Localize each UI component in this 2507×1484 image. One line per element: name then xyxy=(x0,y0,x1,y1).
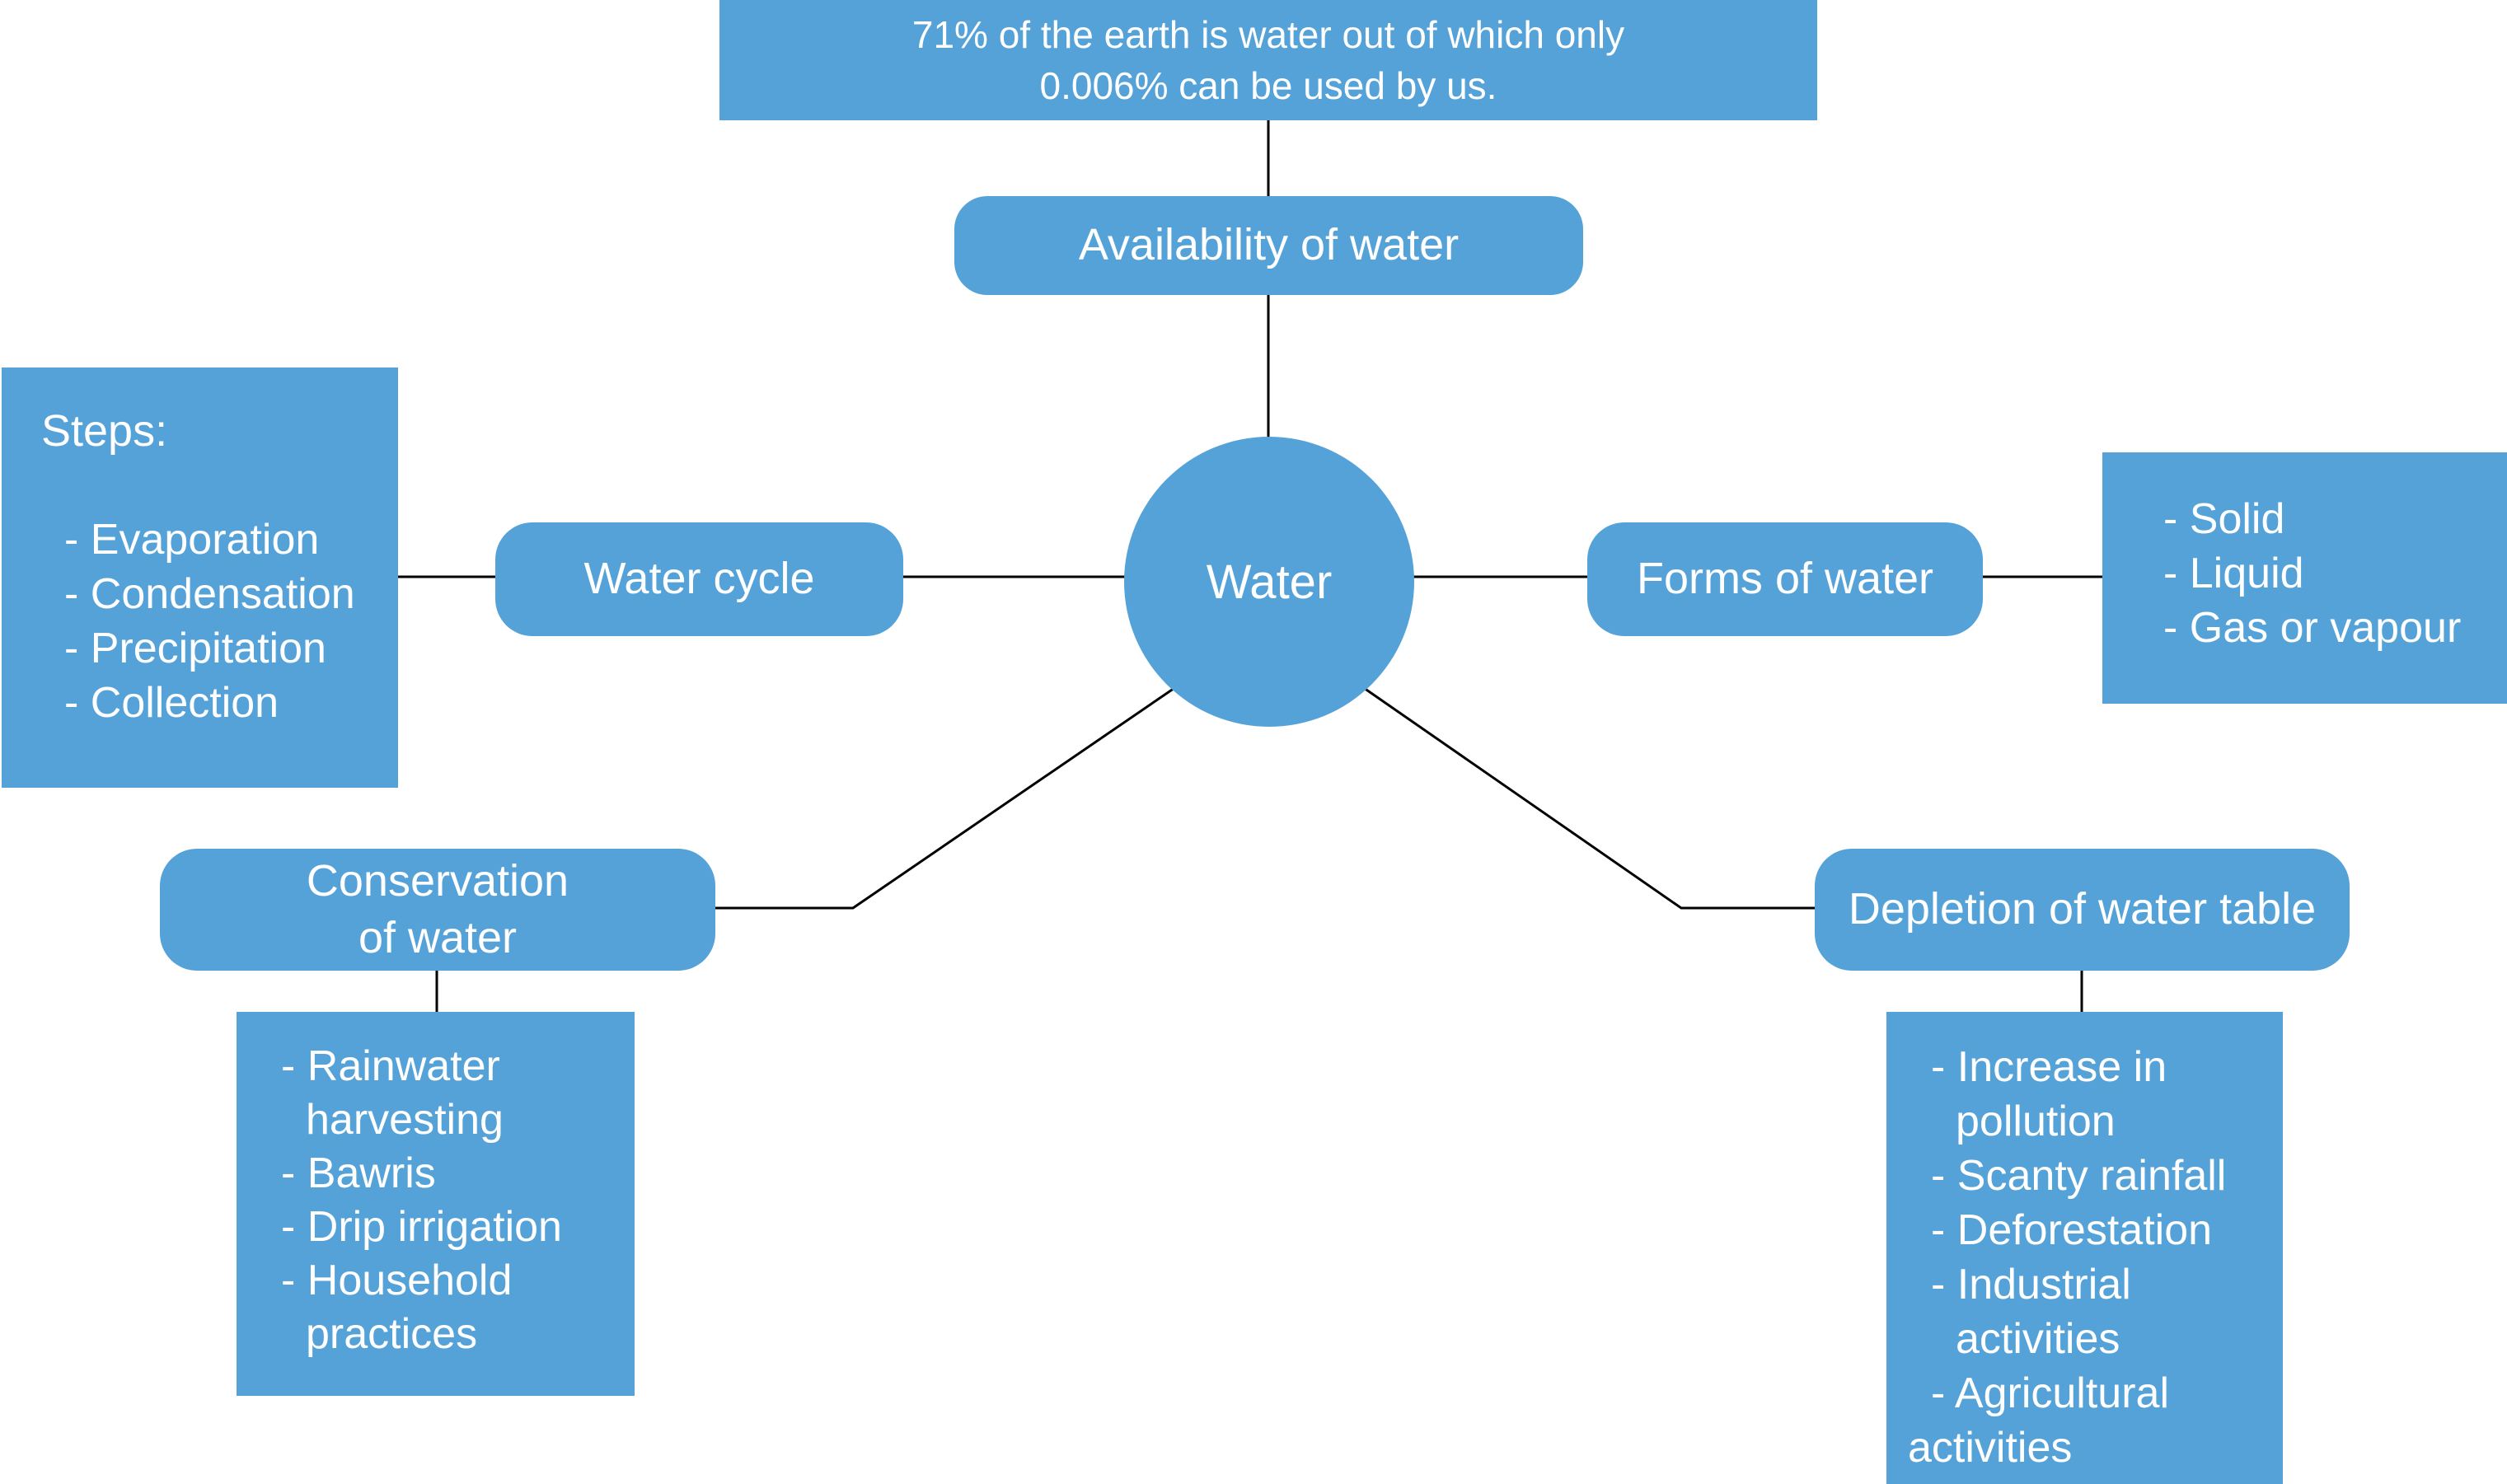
connector-water-depletion xyxy=(1363,686,1815,910)
forms-list: - Solid - Liquid - Gas or vapour xyxy=(2140,492,2500,655)
list-item: - Household practices xyxy=(281,1257,513,1358)
node-water-cycle: Water cycle xyxy=(495,522,903,636)
node-forms-of-water: Forms of water xyxy=(1587,522,1983,636)
list-item: - Agricultural activities xyxy=(1908,1369,2169,1472)
list-item: - Rainwater harvesting xyxy=(281,1042,504,1144)
depletion-list-box: - Increase in pollution - Scanty rainfall… xyxy=(1886,1012,2283,1484)
node-availability-label: Availability of water xyxy=(1078,220,1460,270)
node-depletion-of-water-table: Depletion of water table xyxy=(1815,849,2350,971)
node-water-cycle-label: Water cycle xyxy=(583,554,815,604)
availability-fact-line1: 71% of the earth is water out of which o… xyxy=(911,13,1625,56)
steps-heading: Steps: xyxy=(41,406,168,456)
node-conservation-label: Conservation of water xyxy=(306,855,569,962)
availability-fact-box: 71% of the earth is water out of which o… xyxy=(719,0,1817,120)
node-availability-of-water: Availability of water xyxy=(954,196,1583,295)
list-item: - Deforestation xyxy=(1931,1206,2213,1254)
list-item: - Evaporation xyxy=(64,516,320,564)
conservation-list-box: - Rainwater harvesting - Bawris - Drip irr… xyxy=(237,1012,635,1396)
steps-box: Steps: - Evaporation - Condensation - Prec… xyxy=(2,367,398,788)
list-item: - Bawris xyxy=(281,1149,436,1197)
list-item: - Collection xyxy=(64,679,279,727)
node-forms-label: Forms of water xyxy=(1636,554,1934,604)
list-item: - Gas or vapour xyxy=(2163,604,2462,652)
node-depletion-label: Depletion of water table xyxy=(1848,884,2317,934)
list-item: - Industrial activities xyxy=(1931,1261,2131,1363)
depletion-list: - Increase in pollution - Scanty rainfall… xyxy=(1908,1040,2278,1475)
list-item: - Liquid xyxy=(2163,550,2304,597)
node-water-label: Water xyxy=(1206,555,1333,609)
node-water-center: Water xyxy=(1124,437,1414,727)
availability-fact-line2: 0.006% can be used by us. xyxy=(1039,64,1497,107)
list-item: - Drip irrigation xyxy=(281,1203,562,1251)
list-item: - Precipitation xyxy=(64,625,326,672)
list-item: - Solid xyxy=(2163,495,2285,543)
forms-list-box: - Solid - Liquid - Gas or vapour xyxy=(2102,452,2507,704)
connector-water-conservation xyxy=(715,685,1178,910)
node-conservation-of-water: Conservation of water xyxy=(160,849,715,971)
list-item: - Scanty rainfall xyxy=(1931,1152,2227,1200)
steps-list: - Evaporation - Condensation - Precipitati… xyxy=(41,513,390,730)
conservation-list: - Rainwater harvesting - Bawris - Drip irr… xyxy=(258,1040,628,1361)
list-item: - Condensation xyxy=(64,570,355,618)
list-item: - Increase in pollution xyxy=(1931,1043,2167,1145)
